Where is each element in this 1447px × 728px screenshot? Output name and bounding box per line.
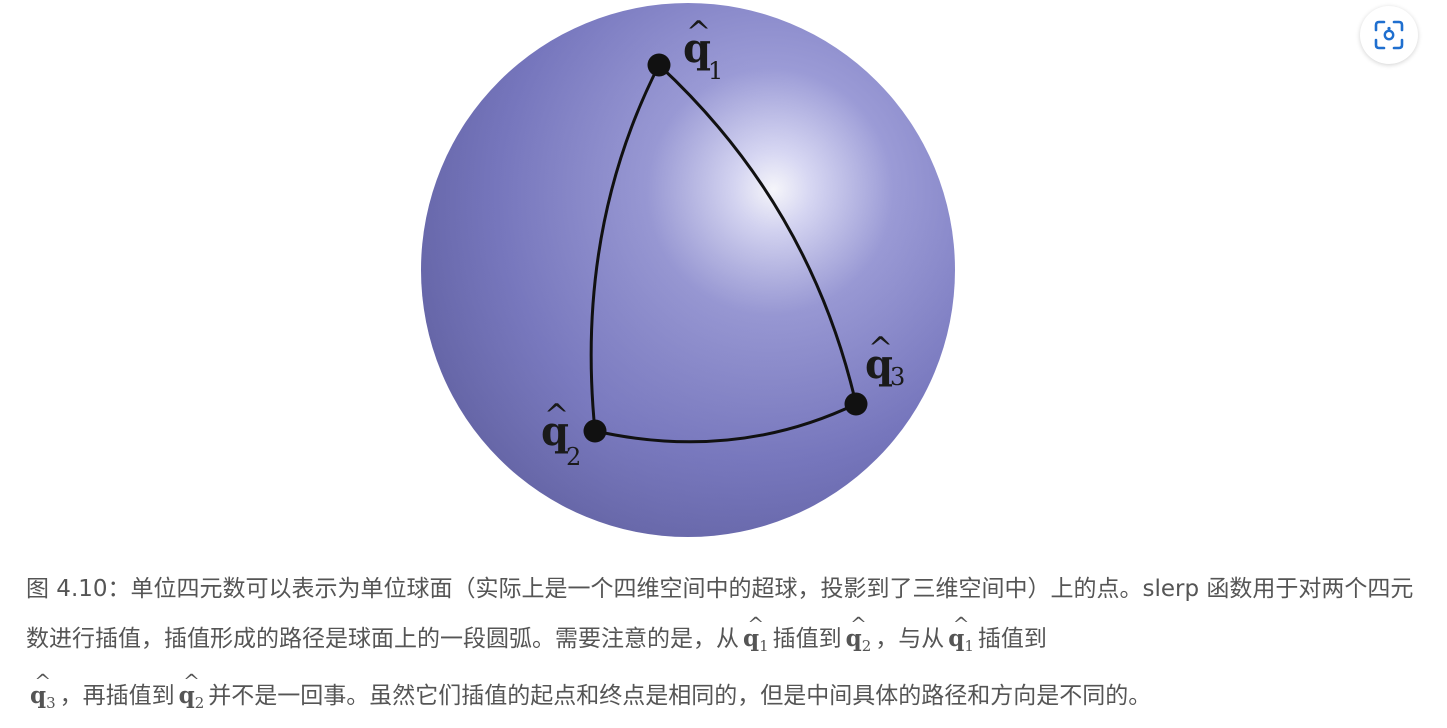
math-q2: ^q2: [845, 612, 872, 655]
arc-q2-q3: [594, 402, 857, 444]
point-q2: [583, 419, 607, 443]
arc-q1-q2: [589, 64, 661, 432]
label-q1-base: q: [683, 25, 711, 72]
visual-search-icon: [1374, 20, 1404, 50]
caption-text-3: ，与从: [875, 626, 945, 652]
label-q1-hat: ^: [686, 15, 711, 50]
math-q1-second: ^q1: [948, 612, 974, 655]
caption-text-5: ，再插值到: [59, 683, 175, 709]
label-q1-sub: 1: [708, 57, 723, 85]
label-q2-base: q: [541, 408, 569, 455]
arc-q1-q3: [657, 63, 858, 405]
point-q3: [844, 392, 868, 416]
label-q3: ^ q 3: [865, 331, 905, 391]
point-q1: [647, 53, 671, 77]
caption-text-1: 图 4.10：单位四元数可以表示为单位球面（实际上是一个四维空间中的超球，投影到…: [26, 576, 1414, 652]
label-q3-base: q: [865, 341, 893, 388]
math-q3: ^q3: [30, 669, 56, 712]
label-q3-hat: ^: [868, 331, 893, 366]
label-q2-hat: ^: [544, 398, 569, 433]
label-q2: ^ q 2: [541, 398, 581, 471]
label-q1: ^ q 1: [683, 15, 723, 85]
label-q3-sub: 3: [890, 363, 905, 391]
caption-text-2: 插值到: [772, 626, 842, 652]
figure-caption: 图 4.10：单位四元数可以表示为单位球面（实际上是一个四维空间中的超球，投影到…: [26, 565, 1426, 728]
math-q2-second: ^q2: [178, 669, 205, 712]
sphere-diagram: ^ q 1 ^ q 2 ^ q 3: [421, 3, 955, 537]
sphere-shade: [421, 3, 955, 537]
caption-text-6: 并不是一回事。虽然它们插值的起点和终点是相同的，但是中间具体的路径和方向是不同的…: [208, 683, 1152, 709]
caption-text-4: 插值到: [977, 626, 1047, 652]
label-q2-sub: 2: [566, 443, 581, 471]
math-q1: ^q1: [743, 612, 769, 655]
visual-search-button[interactable]: [1360, 6, 1418, 64]
